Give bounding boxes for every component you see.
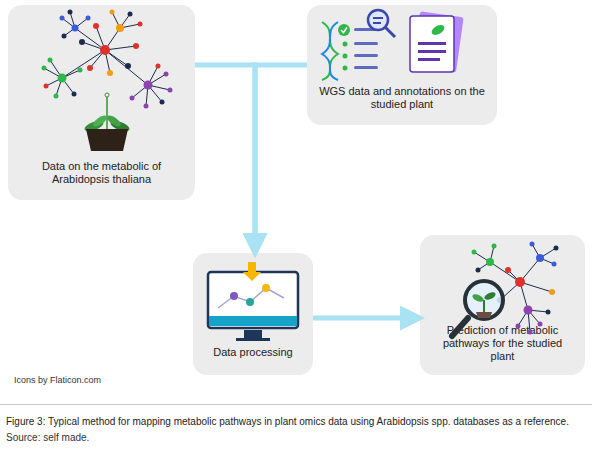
flow-arrow (195, 65, 255, 253)
source-data-box: WGS data and annotations on the studied … (307, 5, 497, 125)
node-label: Data on the metabolic of Arabidopsis tha… (27, 160, 177, 186)
separator-line (0, 404, 592, 405)
node-label: WGS data and annotations on the studied … (317, 85, 487, 111)
process-box: Data processing (193, 253, 313, 375)
node-label: Prediction of metabolic pathways for the… (433, 324, 573, 363)
credit-note: Icons by Flaticon.com (14, 375, 101, 385)
result-box: Prediction of metabolic pathways for the… (420, 235, 585, 375)
figure-caption: Figure 3: Typical method for mapping met… (6, 416, 590, 427)
source-note: Source: self made. (6, 432, 89, 443)
node-label: Data processing (203, 346, 303, 359)
flow-arrow (255, 65, 307, 253)
source-data-box: Data on the metabolic of Arabidopsis tha… (8, 5, 195, 200)
flow-arrow (313, 316, 420, 321)
